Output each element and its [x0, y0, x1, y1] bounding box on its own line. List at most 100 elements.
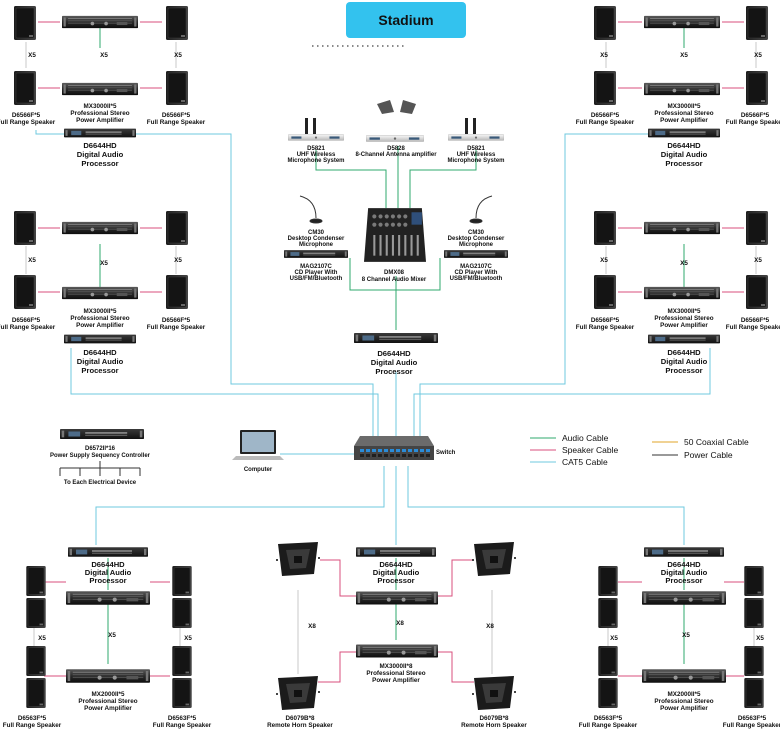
speaker-desc: Full Range Speaker [723, 722, 780, 729]
speaker-icon [166, 210, 188, 246]
amplifier-desc: Power Amplifier [660, 322, 708, 329]
amplifier-icon [62, 286, 138, 300]
cd-player-model: MAG2107C [460, 264, 492, 270]
count-label: X5 [184, 635, 192, 642]
processor-model: D6644HD [667, 560, 701, 569]
count-label: X5 [100, 52, 108, 59]
speaker-icon [172, 646, 192, 676]
amplifier-desc: Power Amplifier [84, 705, 132, 712]
count-label: X5 [28, 52, 36, 59]
count-label: X8 [486, 623, 494, 630]
speaker-icon [172, 598, 192, 628]
group-top-left: X5 X5 X5 D6566F*5 Full Range Speaker D65… [0, 6, 206, 168]
group-bottom-right: D6644HD Digital Audio Processor X5 X5 X5… [579, 547, 780, 729]
amplifier-desc: Professional Stereo [70, 315, 129, 322]
processor-desc: Digital Audio [661, 568, 708, 577]
speaker-model: D6566F*5 [591, 317, 620, 324]
amplifier-desc: Power Amplifier [660, 117, 708, 124]
legend-cat5: CAT5 Cable [562, 457, 608, 467]
speaker-icon [14, 210, 36, 246]
legend-speaker: Speaker Cable [562, 445, 619, 455]
amplifier-desc: Power Amplifier [372, 677, 420, 684]
speaker-icon [26, 646, 46, 676]
processor-desc: Processor [89, 576, 126, 585]
speaker-icon [598, 646, 618, 676]
amplifier-desc: Power Amplifier [76, 117, 124, 124]
cd-player-desc: USB/FM/Bluetooth [290, 276, 343, 282]
uhf-desc: Microphone System [287, 158, 344, 164]
amplifier-desc: Professional Stereo [366, 670, 425, 677]
count-label: X5 [28, 257, 36, 264]
count-label: X5 [754, 257, 762, 264]
sequencer-block: D6572II*16 Power Supply Sequency Control… [50, 428, 151, 486]
processor-desc: Digital Audio [661, 150, 708, 159]
computer-label: Computer [244, 467, 273, 473]
desk-mic-desc: Desktop Condenser [448, 236, 505, 242]
count-label: X5 [754, 52, 762, 59]
speaker-icon [14, 274, 36, 310]
count-label: X8 [396, 620, 404, 627]
processor-icon [68, 547, 148, 557]
processor-icon [648, 334, 720, 344]
legend-power: Power Cable [684, 450, 733, 460]
legend-audio: Audio Cable [562, 433, 609, 443]
antenna-amplifier-icon [366, 135, 424, 142]
speaker-model: D6563F*5 [594, 715, 623, 722]
computer-icon [232, 430, 284, 460]
cd-player-model: MAG2107C [300, 264, 332, 270]
speaker-icon [746, 274, 768, 310]
uhf-desc: Microphone System [447, 158, 504, 164]
speaker-icon [746, 6, 768, 40]
processor-desc: Processor [375, 367, 412, 376]
amplifier-model: MX3000II*5 [668, 103, 701, 110]
audio-wiring [99, 28, 685, 664]
speaker-desc: Full Range Speaker [579, 722, 638, 729]
amplifier-icon [66, 669, 150, 683]
speaker-icon [594, 210, 616, 246]
processor-desc: Processor [81, 159, 118, 168]
horn-speaker-icon [472, 541, 516, 577]
speaker-icon [14, 6, 36, 40]
cd-player-desc: CD Player With [295, 270, 338, 276]
amplifier-desc: Professional Stereo [654, 315, 713, 322]
speaker-icon [594, 70, 616, 106]
speaker-desc: Full Range Speaker [576, 119, 635, 126]
speaker-model: D6563F*5 [18, 715, 47, 722]
speaker-desc: Full Range Speaker [0, 119, 56, 126]
speaker-icon [744, 598, 764, 628]
amplifier-model: MX3000II*5 [668, 308, 701, 315]
amplifier-desc: Professional Stereo [654, 110, 713, 117]
amplifier-desc: Power Amplifier [76, 322, 124, 329]
speaker-model: D6566F*5 [12, 317, 41, 324]
speaker-icon [166, 274, 188, 310]
amplifier-icon [62, 221, 138, 235]
stadium-title: Stadium [378, 12, 433, 28]
count-label: X5 [174, 257, 182, 264]
antenna-icon [377, 100, 416, 114]
speaker-icon [598, 598, 618, 628]
speaker-model: D6563F*5 [168, 715, 197, 722]
desk-mic-desc: Microphone [299, 242, 334, 248]
count-label: X5 [108, 632, 116, 639]
count-label: X5 [600, 52, 608, 59]
count-label: X5 [682, 632, 690, 639]
speaker-icon [172, 566, 192, 596]
speaker-icon [26, 598, 46, 628]
speaker-column-lines [25, 42, 757, 674]
uhf-model: D5821 [307, 146, 325, 152]
uhf-receiver-icon [448, 134, 504, 141]
horn-speaker-icon [276, 541, 320, 577]
group-top-right: X5 X5 X5 D6566F*5 Full Range Speaker D65… [576, 6, 780, 168]
speaker-desc: Full Range Speaker [576, 324, 635, 331]
uhf-desc: UHF Wireless [297, 152, 336, 158]
amplifier-icon [644, 221, 720, 235]
speaker-model: D6566F*5 [162, 112, 191, 119]
count-label: X5 [600, 257, 608, 264]
desk-mic-icon [299, 195, 323, 224]
desk-mic-icon [469, 195, 493, 224]
stadium-title-badge: Stadium [346, 2, 466, 38]
speaker-icon [166, 6, 188, 40]
speaker-desc: Full Range Speaker [147, 324, 206, 331]
processor-desc: Digital Audio [77, 357, 124, 366]
speaker-icon [746, 70, 768, 106]
